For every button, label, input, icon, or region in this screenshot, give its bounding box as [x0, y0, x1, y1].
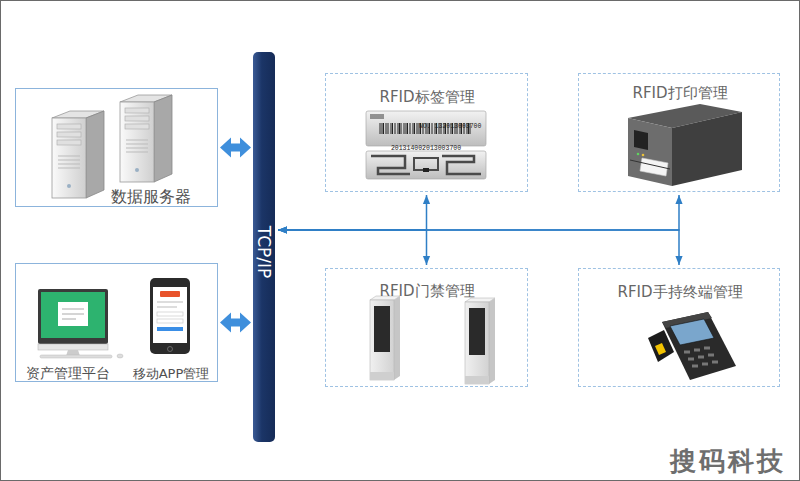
bus-connector: [278, 230, 679, 265]
bus-connector: [278, 195, 427, 230]
server-icon: [135, 168, 139, 172]
server-icon: [52, 95, 172, 198]
server-icon: [86, 111, 104, 198]
rfid-tag-icon: [370, 114, 384, 119]
rfid-tag-icon: [366, 111, 486, 179]
handheld-icon: [655, 343, 666, 355]
computer-icon: [38, 289, 108, 344]
panel-caption: 移动APP管理: [133, 366, 210, 381]
phone-icon: [168, 347, 173, 352]
panel-caption: 数据服务器: [111, 187, 191, 206]
computer-icon: [40, 355, 112, 358]
printer-icon: [640, 158, 668, 176]
module-panel: RFID标签管理: [325, 73, 528, 192]
label-holder: 数据服务器: [111, 187, 191, 206]
server-icon: [67, 184, 71, 188]
gate-icon: [394, 296, 400, 380]
phone-icon: [150, 278, 190, 354]
printer-icon: [634, 130, 648, 150]
rfid-tag-icon: [366, 111, 486, 146]
phone-icon: [153, 287, 187, 343]
printer-icon: [630, 160, 670, 169]
server-icon: [52, 118, 86, 198]
printer-icon: [628, 118, 672, 186]
printer-icon: [637, 153, 640, 156]
bus-label: TCP/IP: [254, 226, 274, 279]
computer-icon: [38, 344, 108, 350]
server-icon: [125, 116, 149, 121]
panel-caption: 资产管理平台: [26, 365, 110, 381]
label-holder: 移动APP管理: [133, 363, 210, 382]
computer-icon: [62, 309, 84, 319]
panel-title: RFID手持终端管理: [617, 283, 742, 301]
gate-icon: [469, 308, 485, 355]
phone-icon: [157, 319, 183, 323]
handheld-icon: [670, 319, 714, 345]
block-arrow: [220, 138, 251, 158]
label-holder: NO. 132013003700: [419, 113, 481, 132]
gate-icon: [370, 300, 394, 380]
label-holder: 搜码科技: [670, 446, 786, 477]
rfid-tag-icon: [442, 156, 481, 174]
rfid-tag-icon: [423, 168, 429, 172]
module-panel: RFID手持终端管理: [578, 268, 780, 387]
handheld-icon: [662, 312, 736, 380]
phone-icon: [160, 291, 180, 297]
panel-title: RFID门禁管理: [379, 282, 474, 300]
network-bus: TCP/IP: [253, 52, 275, 442]
computer-icon: [58, 302, 88, 326]
bus-connector: [278, 195, 679, 230]
bus-connector: [278, 230, 427, 265]
rfid-tag-icon: [371, 156, 410, 174]
printer-icon: [628, 104, 742, 186]
phone-icon: [150, 278, 190, 354]
printer-icon: [672, 112, 742, 186]
handheld-icon: [648, 312, 736, 380]
connector-group: [220, 138, 679, 333]
printer-icon: [642, 154, 645, 157]
server-icon: [125, 124, 149, 129]
computer-icon: [41, 292, 105, 338]
server-icon: [126, 140, 148, 152]
gate-icon: [370, 296, 495, 384]
server-icon: [58, 156, 80, 168]
label-holder: 资产管理平台: [26, 363, 110, 382]
server-icon: [57, 124, 81, 129]
phone-icon: [157, 327, 183, 331]
phone-icon: [157, 312, 183, 316]
module-panel: RFID打印管理: [578, 73, 780, 192]
gate-icon: [370, 372, 394, 380]
label-holder: RFID标签管理: [379, 87, 474, 106]
server-icon: [154, 95, 172, 182]
barcode-number: 201314002013003700: [391, 145, 461, 152]
server-icon: [57, 140, 81, 145]
rfid-tag-icon: [366, 151, 486, 179]
gate-icon: [465, 302, 489, 384]
label-holder: RFID手持终端管理: [617, 282, 742, 301]
label-holder: TCP/IP: [254, 226, 274, 279]
gate-icon: [489, 298, 495, 384]
module-panel: RFID门禁管理: [325, 268, 528, 387]
gate-icon: [465, 376, 489, 384]
computer-icon: [117, 354, 123, 358]
panel-title: RFID标签管理: [379, 88, 474, 106]
server-icon: [120, 102, 154, 182]
watermark: 搜码科技: [670, 447, 786, 476]
server-icon: [125, 108, 149, 113]
gate-icon: [374, 306, 390, 352]
server-panel: 数据服务器: [15, 88, 218, 207]
label-holder: 201314002013003700: [391, 135, 461, 154]
tag-number: NO. 132013003700: [419, 123, 481, 130]
server-icon: [57, 132, 81, 137]
phone-icon: [157, 302, 183, 307]
client-panel: 资产管理平台 移动APP管理: [15, 263, 218, 382]
panel-title: RFID打印管理: [632, 84, 727, 102]
block-arrow: [220, 313, 251, 333]
label-holder: RFID门禁管理: [379, 281, 474, 300]
label-holder: RFID打印管理: [632, 83, 727, 102]
computer-icon: [38, 289, 123, 358]
handheld-icon: [684, 348, 718, 366]
